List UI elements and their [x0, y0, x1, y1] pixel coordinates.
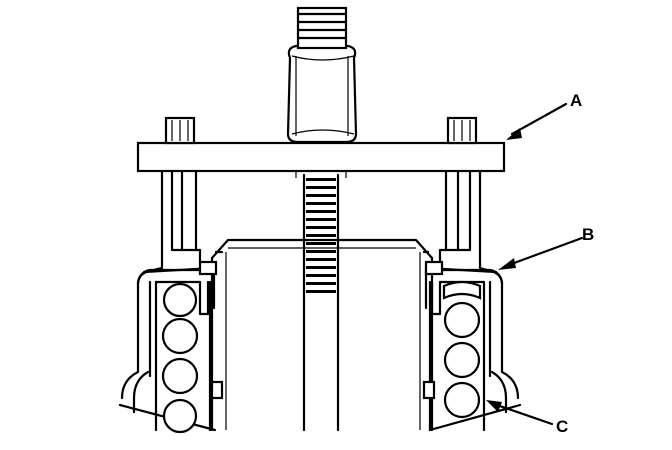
- puller-crossbar: [136, 116, 506, 178]
- bearing-ball: [443, 381, 481, 419]
- bearing-ball: [442, 280, 482, 300]
- label-b: B: [582, 225, 594, 244]
- puller-jaw-right: [424, 166, 504, 310]
- puller-jaw-left: [136, 166, 218, 310]
- callout-a: A: [506, 91, 582, 140]
- bearing-ball: [443, 341, 481, 379]
- hex-nut: [286, 44, 358, 144]
- label-a: A: [570, 91, 582, 110]
- bearing-ball: [162, 282, 198, 318]
- callout-c: C: [486, 400, 568, 436]
- bearing-ball: [162, 398, 198, 434]
- bearing-ball: [443, 301, 481, 339]
- inner-sleeve: [210, 238, 436, 432]
- bearing: [154, 280, 486, 434]
- bearing-ball: [161, 317, 199, 355]
- center-screw: [302, 173, 340, 432]
- bearing-ball: [161, 357, 199, 395]
- label-c: C: [556, 417, 568, 436]
- top-threaded-bolt: [296, 6, 348, 50]
- callout-b: B: [498, 225, 594, 270]
